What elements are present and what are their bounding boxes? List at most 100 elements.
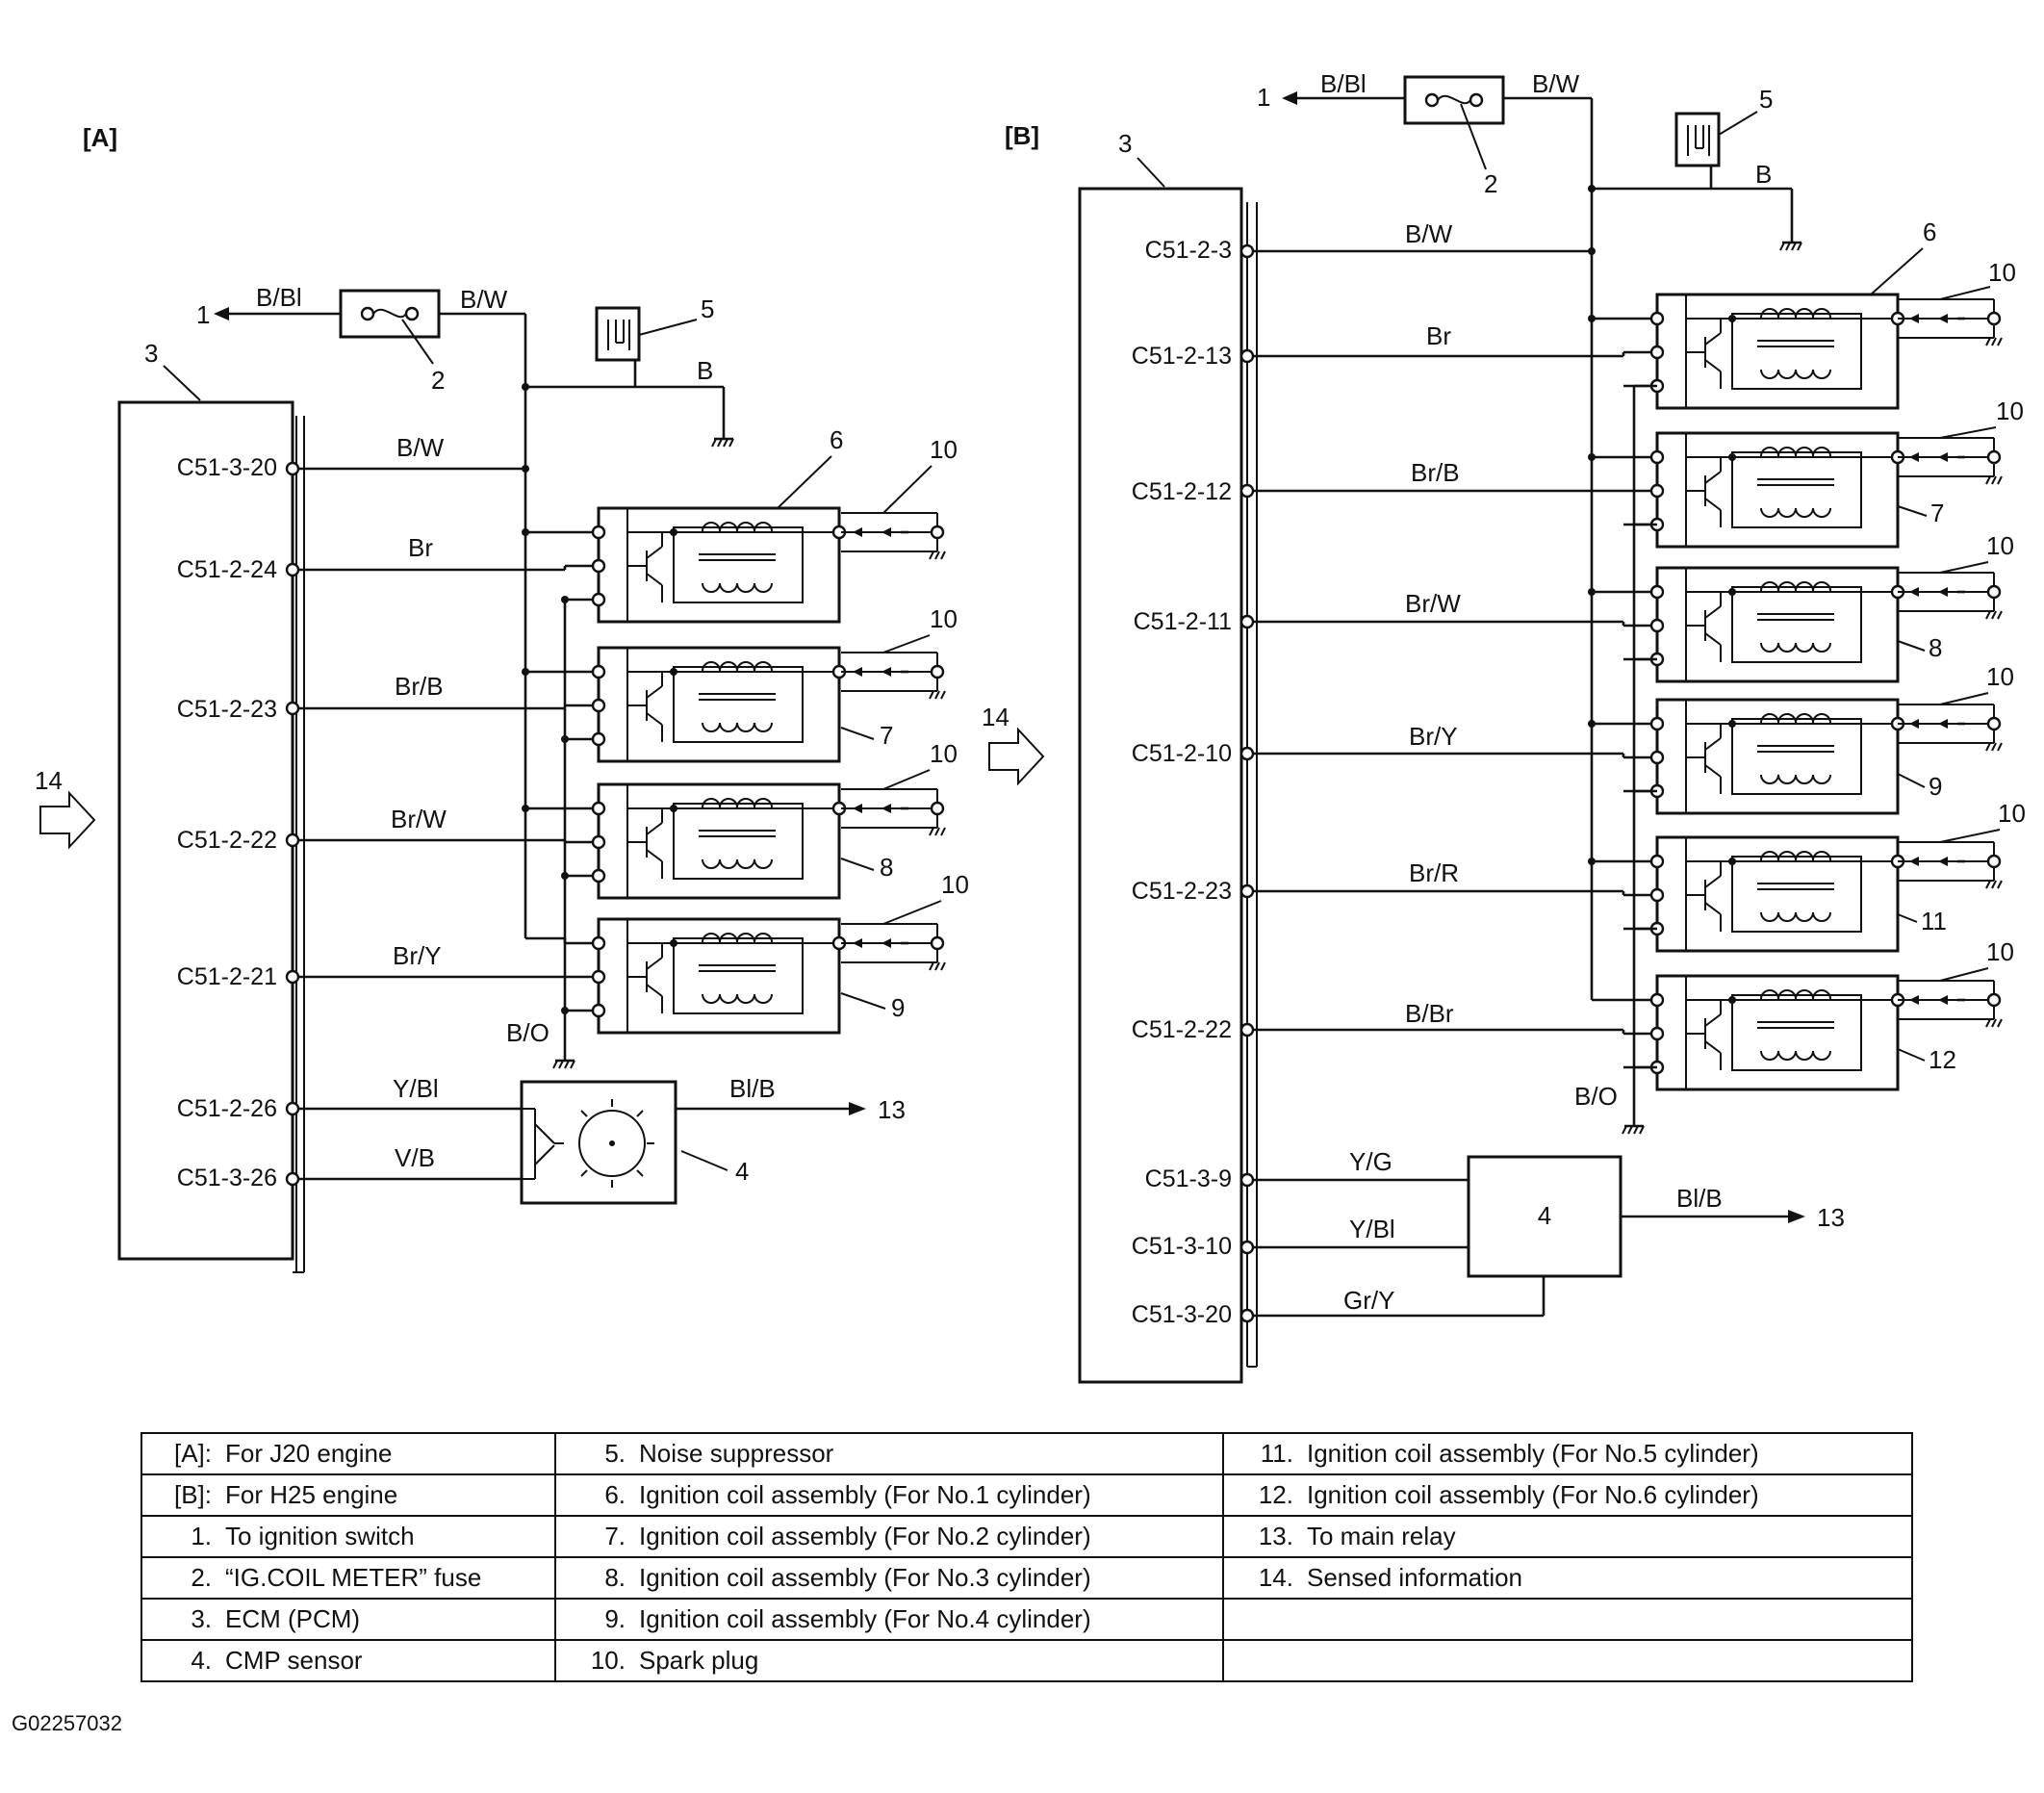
legend-key: 13.: [1258, 1522, 1293, 1550]
svg-text:B: B: [697, 356, 713, 385]
legend-text: ECM (PCM): [225, 1604, 361, 1633]
label-10-a2: 10: [930, 604, 958, 633]
legend-cell: 4. CMP sensor: [141, 1639, 556, 1682]
legend-key: 7.: [604, 1522, 626, 1550]
legend-cell: 13. To main relay: [1222, 1515, 1913, 1558]
legend-text: Spark plug: [639, 1646, 759, 1675]
sensed-information-arrow-a: [39, 792, 95, 848]
label-6-a: 6: [830, 425, 843, 454]
legend-key: 9.: [604, 1604, 626, 1633]
legend-cell: 2. “IG.COIL METER” fuse: [141, 1556, 556, 1600]
legend-key: 10.: [590, 1646, 626, 1675]
legend-row: [B]: For H25 engine 6. Ignition coil assemb…: [141, 1473, 1913, 1517]
pin-b-3: C51-2-11: [1134, 608, 1232, 635]
legend-cell: [1222, 1598, 1913, 1641]
svg-text:Br: Br: [408, 533, 433, 562]
pin-b-4: C51-2-10: [1132, 740, 1232, 767]
legend-text: “IG.COIL METER” fuse: [225, 1563, 482, 1592]
label-10-b1: 10: [1988, 258, 2016, 287]
legend-cell: 1.To ignition switch: [141, 1515, 556, 1558]
legend-key: 2.: [191, 1563, 212, 1592]
svg-text:Br/B: Br/B: [395, 672, 444, 701]
legend-row: 1.To ignition switch 7. Ignition coil asse…: [141, 1515, 1913, 1558]
legend-row: 3.ECM (PCM)9.Ignition coil assembly (For…: [141, 1598, 1913, 1641]
pin-a-6: C51-3-26: [177, 1165, 277, 1191]
legend-text: Noise suppressor: [639, 1439, 834, 1468]
svg-text:B/Bl: B/Bl: [1320, 69, 1367, 98]
legend-text: Ignition coil assembly (For No.1 cylinde…: [639, 1480, 1091, 1509]
ecm-b-pins: C51-2-3 C51-2-13 C51-2-12 C51-2-11 C51-2…: [1132, 237, 1255, 1328]
coil-assembly-b-3: [1622, 566, 1905, 683]
label-1-a: 1: [196, 300, 210, 329]
label-10-b4: 10: [1986, 662, 2014, 691]
legend-cell: 10. Spark plug: [554, 1639, 1224, 1682]
coil-assembly-b-2: [1622, 431, 1905, 549]
legend-text: Ignition coil assembly (For No.2 cylinde…: [639, 1522, 1091, 1550]
legend-key: [A]:: [173, 1439, 212, 1468]
pin-a-3: C51-2-22: [177, 827, 277, 854]
label-14-a: 14: [35, 766, 63, 795]
label-7-a: 7: [880, 721, 893, 750]
label-11-b: 11: [1921, 907, 1947, 935]
coil-assembly-b-1: [1622, 293, 1905, 410]
coil-assembly-b-5: [1622, 835, 1905, 953]
svg-text:Y/Bl: Y/Bl: [393, 1074, 439, 1103]
legend-cell: 9.Ignition coil assembly (For No.4 cylin…: [554, 1598, 1224, 1641]
legend-key: 6.: [604, 1480, 626, 1509]
label-2-a: 2: [431, 366, 445, 395]
pin-a-1: C51-2-24: [177, 556, 277, 583]
legend-text: Ignition coil assembly (For No.5 cylinde…: [1307, 1439, 1759, 1468]
legend-text: For J20 engine: [225, 1439, 393, 1468]
svg-text:B/W: B/W: [396, 433, 445, 462]
label-10-b5: 10: [1998, 799, 2026, 828]
svg-text:Br/W: Br/W: [1405, 589, 1461, 618]
label-10-b3: 10: [1986, 531, 2014, 560]
svg-text:B/Bl: B/Bl: [256, 283, 302, 312]
pin-a-4: C51-2-21: [177, 963, 277, 990]
section-a-label: [A]: [83, 123, 117, 152]
svg-text:Br/R: Br/R: [1409, 858, 1459, 887]
label-5-a: 5: [701, 295, 714, 323]
pin-b-7: C51-3-9: [1145, 1165, 1232, 1192]
coil-assembly-a-1: [563, 506, 847, 624]
ecm-a-pins: C51-3-20 C51-2-24 C51-2-23 C51-2-22 C51-…: [177, 454, 300, 1191]
label-8-a: 8: [880, 853, 893, 882]
coil-assembly-b-6: [1622, 974, 1905, 1091]
legend-cell: 12.Ignition coil assembly (For No.6 cyli…: [1222, 1473, 1913, 1517]
label-9-b: 9: [1929, 772, 1942, 801]
coil-assembly-a-2: [563, 646, 847, 763]
legend-cell: [A]: For J20 engine: [141, 1432, 556, 1475]
section-b-label: [B]: [1005, 121, 1039, 150]
legend-text: Ignition coil assembly (For No.3 cylinde…: [639, 1563, 1091, 1592]
svg-text:Br: Br: [1426, 321, 1451, 350]
legend-text: CMP sensor: [225, 1646, 363, 1675]
sensed-information-arrow-b: [988, 729, 1044, 784]
coil-assembly-a-4: [563, 917, 847, 1035]
legend-key: 4.: [191, 1646, 212, 1675]
legend-cell: 3.ECM (PCM): [141, 1598, 556, 1641]
coil-assembly-b-4: [1622, 698, 1905, 815]
label-4-b: 4: [1538, 1201, 1551, 1230]
legend-text: To ignition switch: [225, 1522, 415, 1550]
label-6-b: 6: [1923, 218, 1936, 246]
label-2-b: 2: [1484, 169, 1497, 198]
figure-code: G02257032: [12, 1711, 122, 1735]
legend-key: [B]:: [173, 1480, 212, 1509]
label-10-a1: 10: [930, 435, 958, 464]
legend-cell: 7. Ignition coil assembly (For No.2 cylin…: [554, 1515, 1224, 1558]
pin-b-8: C51-3-10: [1132, 1233, 1232, 1260]
label-3-b: 3: [1118, 129, 1132, 158]
label-8-b: 8: [1929, 633, 1942, 662]
label-13-b: 13: [1817, 1203, 1845, 1232]
svg-text:Bl/B: Bl/B: [729, 1074, 776, 1103]
svg-text:B: B: [1755, 160, 1772, 189]
label-5-b: 5: [1759, 85, 1773, 114]
pin-b-5: C51-2-23: [1132, 878, 1232, 905]
legend-text: To main relay: [1307, 1522, 1456, 1550]
pin-b-2: C51-2-12: [1132, 478, 1232, 505]
legend-text: For H25 engine: [225, 1480, 398, 1509]
svg-text:Bl/B: Bl/B: [1676, 1184, 1723, 1213]
